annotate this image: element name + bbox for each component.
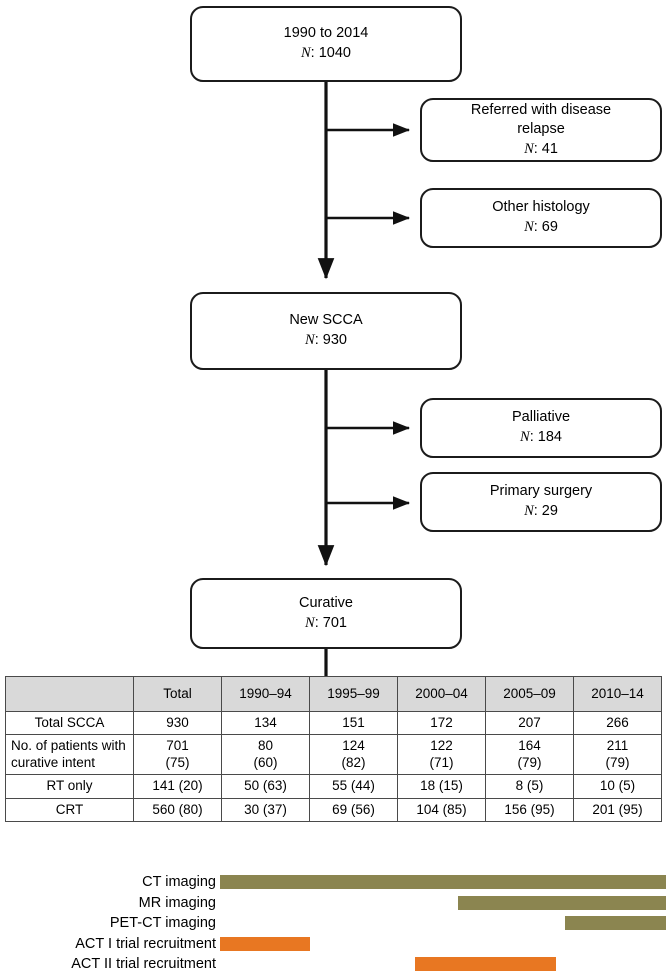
- node-palliative-line1: Palliative: [511, 409, 571, 426]
- timeline-bar-ct-imaging: [220, 875, 666, 889]
- table-header-1990-94: 1990–94: [221, 676, 310, 712]
- cell-curative-intent-total: 701(75): [133, 734, 222, 776]
- cell-curative-intent-1990-94: 80(60): [221, 734, 310, 776]
- cell-total-scca-total: 930: [133, 710, 222, 736]
- timeline-row-act-ii-trial: ACT II trial recruitment: [0, 954, 666, 975]
- timeline-label-act-i-trial: ACT I trial recruitment: [75, 935, 216, 952]
- timeline-row-pet-ct-imaging: PET-CT imaging: [0, 913, 666, 934]
- node-curative-line1: Curative: [299, 594, 353, 611]
- table-header-2000-04: 2000–04: [397, 676, 486, 712]
- node-new-scca-line1: New SCCA: [289, 312, 363, 329]
- node-relapse-count: N: 41: [524, 140, 558, 157]
- node-cohort-line1: 1990 to 2014: [283, 25, 369, 42]
- node-other-histology-line1: Other histology: [492, 199, 590, 216]
- timeline-label-pet-ct-imaging: PET-CT imaging: [109, 915, 216, 931]
- table-header-blank: [5, 676, 134, 712]
- cell-rt-only-2005-09: 8 (5): [485, 774, 574, 799]
- node-cohort: 1990 to 2014 N: 1040: [190, 6, 462, 82]
- cell-crt-1995-99: 69 (56): [309, 797, 398, 823]
- timeline-label-ct-imaging: CT imaging: [142, 874, 216, 890]
- cell-rt-only-2000-04: 18 (15): [397, 774, 486, 799]
- cell-crt-2010-14: 201 (95): [573, 797, 662, 823]
- node-primary-surgery: Primary surgery N: 29: [420, 472, 662, 532]
- node-new-scca: New SCCA N: 930: [190, 292, 462, 370]
- node-relapse-line1: Referred with disease: [470, 101, 612, 118]
- cell-crt-2000-04: 104 (85): [397, 797, 486, 823]
- row-label-rt-only: RT only: [5, 774, 134, 799]
- cell-total-scca-1995-99: 151: [309, 710, 398, 736]
- cell-rt-only-1995-99: 55 (44): [309, 774, 398, 799]
- timeline-label-act-ii-trial: ACT II trial recruitment: [71, 956, 216, 972]
- cell-rt-only-2010-14: 10 (5): [573, 774, 662, 799]
- table-row: CRT 560 (80) 30 (37) 69 (56) 104 (85) 15…: [5, 797, 662, 823]
- cell-crt-2005-09: 156 (95): [485, 797, 574, 823]
- table-header-2010-14: 2010–14: [573, 676, 662, 712]
- node-cohort-count: N: 1040: [301, 45, 351, 61]
- node-new-scca-count: N: 930: [305, 332, 347, 348]
- node-other-histology-count: N: 69: [524, 219, 558, 235]
- timeline-bar-pet-ct-imaging: [565, 916, 666, 930]
- timeline-row-act-i-trial: ACT I trial recruitment: [0, 934, 666, 955]
- cell-curative-intent-1995-99: 124(82): [309, 734, 398, 776]
- table-header-row: Total 1990–94 1995–99 2000–04 2005–09 20…: [5, 676, 662, 712]
- timeline-row-mr-imaging: MR imaging: [0, 893, 666, 914]
- node-curative-count: N: 701: [305, 614, 347, 631]
- cell-curative-intent-2010-14: 211(79): [573, 734, 662, 776]
- table-row: Total SCCA 930 134 151 172 207 266: [5, 710, 662, 736]
- cell-crt-total: 560 (80): [133, 797, 222, 823]
- node-primary-surgery-count: N: 29: [524, 503, 558, 519]
- node-primary-surgery-line1: Primary surgery: [489, 483, 593, 500]
- table-header-2005-09: 2005–09: [485, 676, 574, 712]
- cell-curative-intent-2000-04: 122(71): [397, 734, 486, 776]
- row-label-crt: CRT: [5, 797, 134, 823]
- period-statistics-table: Total 1990–94 1995–99 2000–04 2005–09 20…: [5, 676, 662, 823]
- cell-total-scca-1990-94: 134: [221, 710, 310, 736]
- node-palliative-count: N: 184: [520, 429, 562, 445]
- node-relapse-line2: relapse: [517, 121, 565, 138]
- table-header-1995-99: 1995–99: [309, 676, 398, 712]
- node-other-histology: Other histology N: 69: [420, 188, 662, 248]
- cell-total-scca-2010-14: 266: [573, 710, 662, 736]
- timeline-bar-mr-imaging: [458, 895, 666, 910]
- table-row: No. of patients with curative intent 701…: [5, 734, 662, 776]
- node-palliative: Palliative N: 184: [420, 398, 662, 458]
- cell-rt-only-total: 141 (20): [133, 774, 222, 799]
- row-label-total-scca: Total SCCA: [5, 710, 134, 736]
- cell-rt-only-1990-94: 50 (63): [221, 774, 310, 799]
- row-label-curative-intent: No. of patients with curative intent: [5, 734, 134, 776]
- timeline-bar-act-ii-trial: [415, 957, 556, 971]
- cell-total-scca-2005-09: 207: [485, 710, 574, 736]
- timeline-row-ct-imaging: CT imaging: [0, 872, 666, 893]
- cell-crt-1990-94: 30 (37): [221, 797, 310, 823]
- cell-curative-intent-2005-09: 164(79): [485, 734, 574, 776]
- table-row: RT only 141 (20) 50 (63) 55 (44) 18 (15)…: [5, 774, 662, 799]
- modality-timeline: CT imaging MR imaging PET-CT imaging ACT…: [0, 872, 666, 976]
- timeline-bar-act-i-trial: [220, 936, 310, 951]
- timeline-label-mr-imaging: MR imaging: [138, 894, 216, 911]
- table-header-total: Total: [133, 676, 222, 712]
- node-curative: Curative N: 701: [190, 578, 462, 649]
- cell-total-scca-2000-04: 172: [397, 710, 486, 736]
- node-referred-with-disease-relapse: Referred with disease relapse N: 41: [420, 98, 662, 162]
